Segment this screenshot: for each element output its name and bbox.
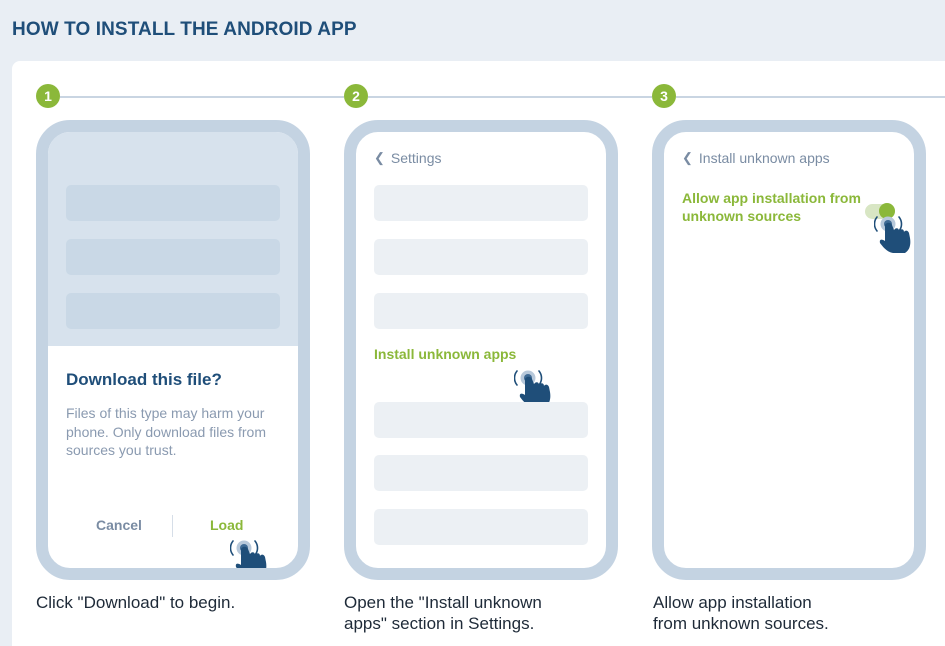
placeholder-bar — [66, 293, 280, 329]
placeholder-bar — [66, 185, 280, 221]
placeholder-bar — [66, 239, 280, 275]
step-2-caption: Open the "Install unknown apps" section … — [344, 592, 542, 634]
chevron-left-icon[interactable]: ❮ — [374, 150, 385, 165]
tap-hand-icon — [514, 370, 551, 407]
tap-hand-icon — [230, 540, 267, 568]
install-unknown-apps-item[interactable]: Install unknown apps — [374, 346, 517, 362]
allow-installation-line: unknown sources — [682, 208, 802, 224]
phone-mockup-settings: ❮ Settings Install unknown apps — [344, 120, 618, 580]
caption-line: from unknown sources. — [653, 614, 829, 633]
cancel-button[interactable]: Cancel — [96, 517, 142, 533]
phone-mockup-download: Download this file? Files of this type m… — [36, 120, 310, 580]
settings-item — [374, 239, 588, 275]
dialog-title: Download this file? — [66, 370, 222, 389]
settings-item — [374, 293, 588, 329]
allow-installation-line: Allow app installation from — [682, 190, 861, 206]
settings-item — [374, 455, 588, 491]
toggle-knob — [879, 203, 895, 219]
settings-item — [374, 509, 588, 545]
caption-line: apps" section in Settings. — [344, 614, 535, 633]
step-3-caption: Allow app installation from unknown sour… — [653, 592, 829, 634]
timeline-line — [676, 96, 945, 98]
step-number-3: 3 — [652, 84, 676, 108]
step-number-1: 1 — [36, 84, 60, 108]
install-unknown-apps-header[interactable]: ❮ Install unknown apps — [682, 150, 830, 166]
button-divider — [172, 515, 173, 537]
load-button[interactable]: Load — [210, 517, 244, 533]
step-number-2: 2 — [344, 84, 368, 108]
chevron-left-icon[interactable]: ❮ — [682, 150, 693, 165]
caption-line: Open the "Install unknown — [344, 593, 542, 612]
back-label: Install unknown apps — [698, 150, 830, 166]
timeline-line — [60, 96, 344, 98]
allow-installation-label: Allow app installation from unknown sour… — [682, 189, 861, 225]
unknown-sources-toggle[interactable] — [865, 203, 895, 219]
dialog-message: Files of this type may harm your phone. … — [66, 405, 266, 458]
timeline-line — [368, 96, 652, 98]
settings-item — [374, 185, 588, 221]
phone-mockup-unknown-sources: ❮ Install unknown apps Allow app install… — [652, 120, 926, 580]
tap-hand-icon — [874, 216, 911, 253]
step-1-caption: Click "Download" to begin. — [36, 593, 236, 612]
back-label: Settings — [390, 150, 442, 166]
settings-header[interactable]: ❮ Settings — [374, 150, 442, 166]
page-title: HOW TO INSTALL THE ANDROID APP — [12, 19, 357, 40]
caption-line: Allow app installation — [653, 593, 812, 612]
settings-item — [374, 402, 588, 438]
